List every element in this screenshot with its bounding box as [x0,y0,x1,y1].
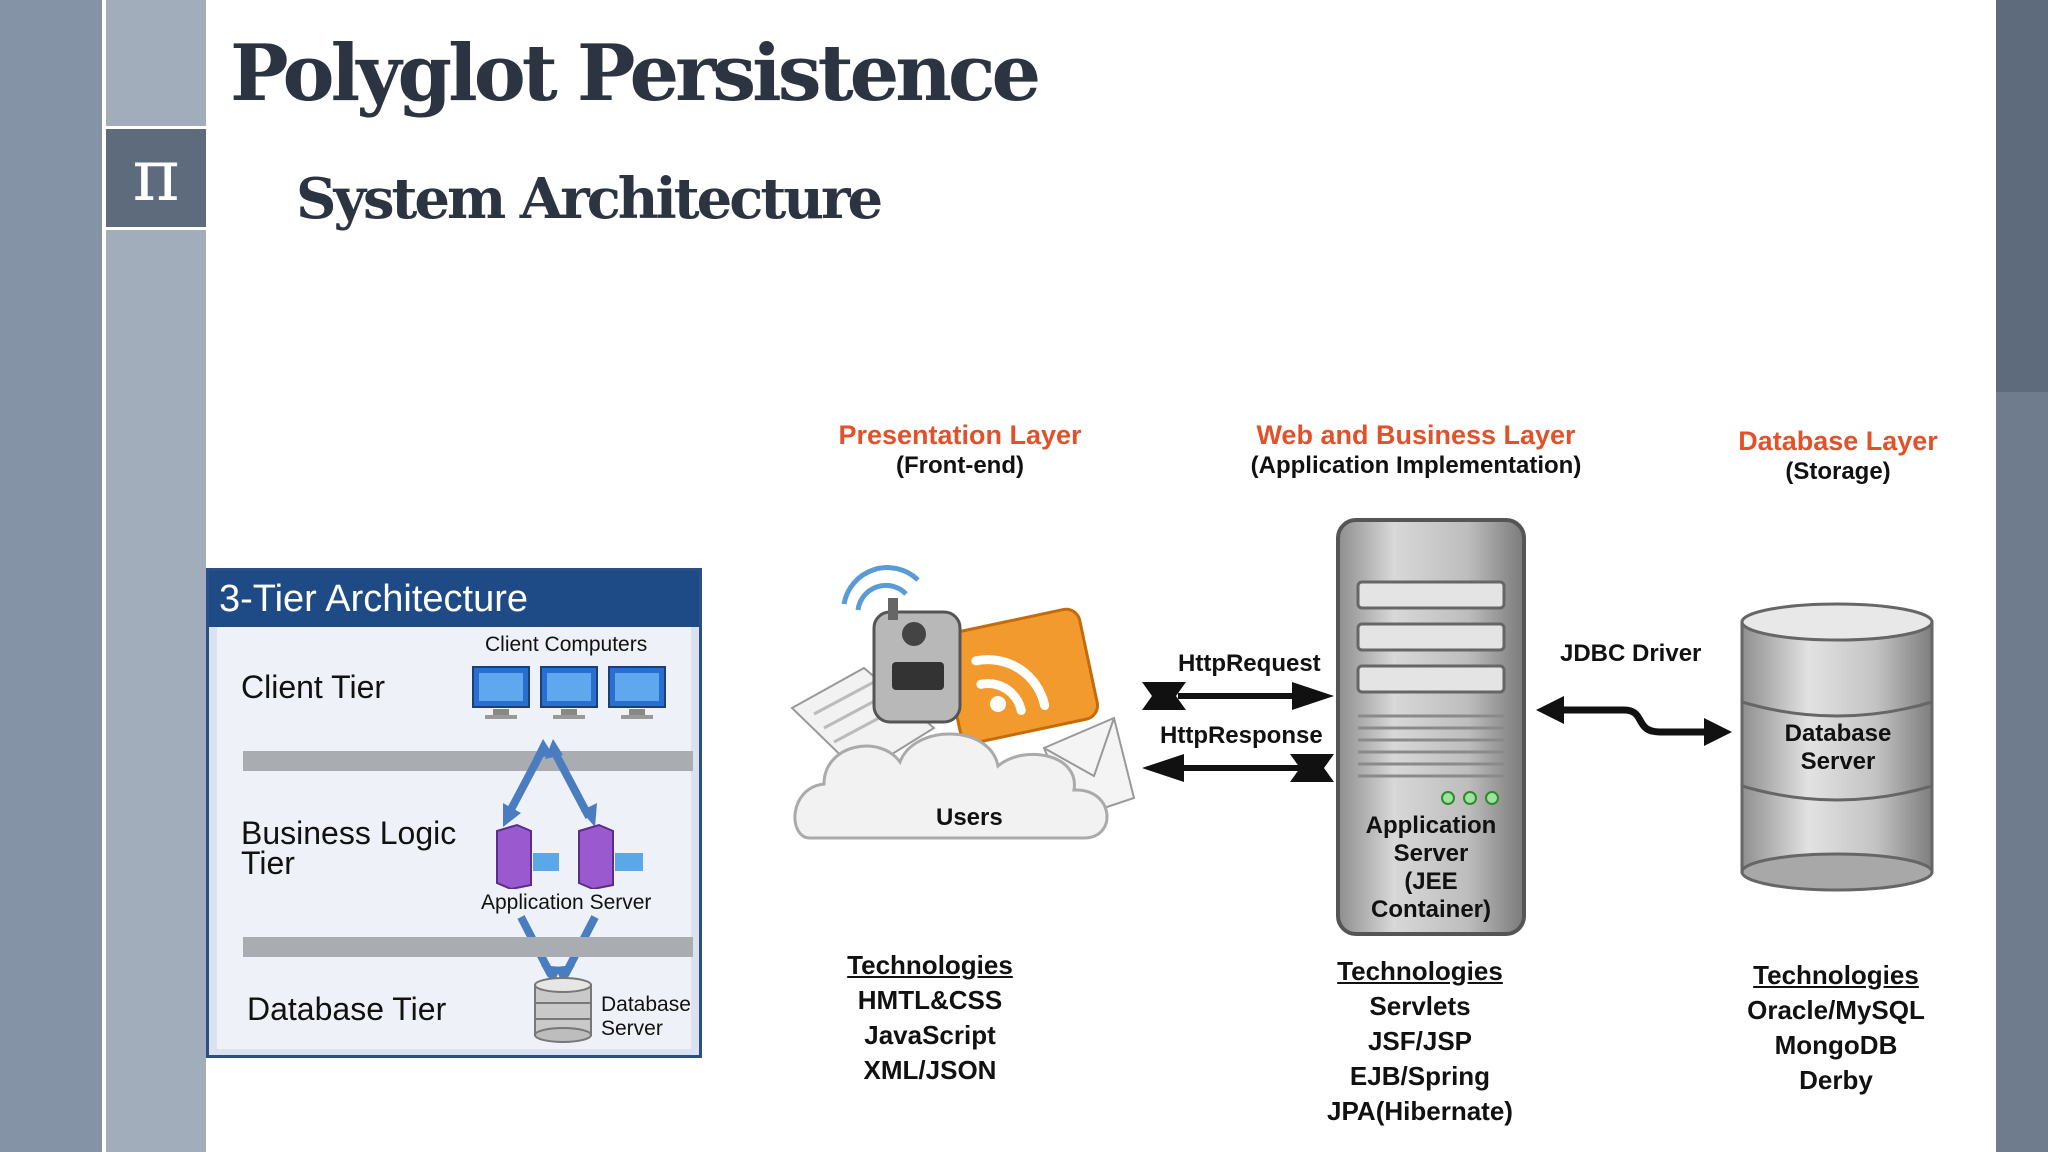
three-tier-diagram: 3-Tier Architecture Client Computers Cli… [206,568,702,1058]
slide-title: Polyglot Persistence [230,28,1041,119]
jdbc-arrow [1536,696,1732,746]
business-tier-label-1: Business Logic [241,815,457,851]
database-server-cylinder [1740,602,1934,892]
database-layer-subtitle: (Storage) [1785,458,1891,485]
presentation-layer-subtitle: (Front-end) [896,452,1024,479]
presentation-layer-title: Presentation Layer [838,420,1082,450]
client-tier-label: Client Tier [241,669,386,705]
tech-heading: Technologies [1753,960,1919,990]
tech-item: MongoDB [1774,1030,1898,1060]
database-layer-title: Database Layer [1738,426,1938,456]
application-server-icon [496,823,643,889]
client-computers-icon [472,666,666,719]
tech-item: XML/JSON [863,1055,997,1085]
app-server-label-2: Server [1393,840,1469,867]
database-tier-label: Database Tier [247,991,447,1027]
business-tier-label-2: Tier [241,845,295,881]
application-server-tower [1336,518,1526,936]
users-illustration [790,565,1136,840]
tech-item: JSF/JSP [1367,1026,1473,1056]
database-server-label-2: Server [601,1017,663,1040]
three-tier-body: Client Computers Client Tier [217,627,693,1049]
slide-subtitle: System Architecture [296,166,883,232]
web-business-layer-title: Web and Business Layer [1256,420,1576,450]
database-server-label-1: Database [1784,720,1892,747]
tech-heading: Technologies [1337,956,1503,986]
database-server-label-2: Server [1800,748,1876,775]
tech-item: Derby [1799,1065,1873,1095]
application-server-label: Application Server [481,891,652,914]
http-response-arrow [1142,754,1334,782]
tech-item: JPA(Hibernate) [1327,1096,1513,1126]
tier-separator-top [243,751,693,771]
tier-arrows-upper [503,739,597,827]
presentation-technologies: Technologies HMTL&CSS JavaScript XML/JSO… [830,950,1030,1086]
tech-item: EJB/Spring [1349,1061,1491,1091]
sidebar-divider [102,0,106,1152]
database-server-label-1: Database [601,993,691,1016]
http-response-label: HttpResponse [1160,722,1323,749]
app-server-label-3: (JEE [1404,868,1458,895]
web-business-layer-subtitle: (Application Implementation) [1250,452,1582,479]
three-tier-heading: 3-Tier Architecture [209,571,699,627]
tech-item: JavaScript [864,1020,996,1050]
app-server-label-4: Container) [1371,896,1491,923]
http-request-arrow [1142,682,1334,710]
database-technologies: Technologies Oracle/MySQL MongoDB Derby [1736,960,1936,1096]
tech-item: Oracle/MySQL [1747,995,1925,1025]
tech-item: Servlets [1369,991,1471,1021]
app-server-label-1: Application [1365,812,1497,839]
tech-item: HMTL&CSS [857,985,1003,1015]
tier-separator-bottom [243,937,693,957]
left-sidebar [0,0,102,1152]
http-request-label: HttpRequest [1178,650,1321,677]
users-label: Users [936,804,1003,831]
web-business-technologies: Technologies Servlets JSF/JSP EJB/Spring… [1320,956,1520,1127]
tech-heading: Technologies [847,950,1013,980]
jdbc-driver-label: JDBC Driver [1560,640,1702,667]
client-computers-label: Client Computers [485,633,648,656]
database-icon-small [534,977,592,1043]
pi-logo: π [106,126,206,230]
right-sidebar-lower [1996,392,2048,1152]
